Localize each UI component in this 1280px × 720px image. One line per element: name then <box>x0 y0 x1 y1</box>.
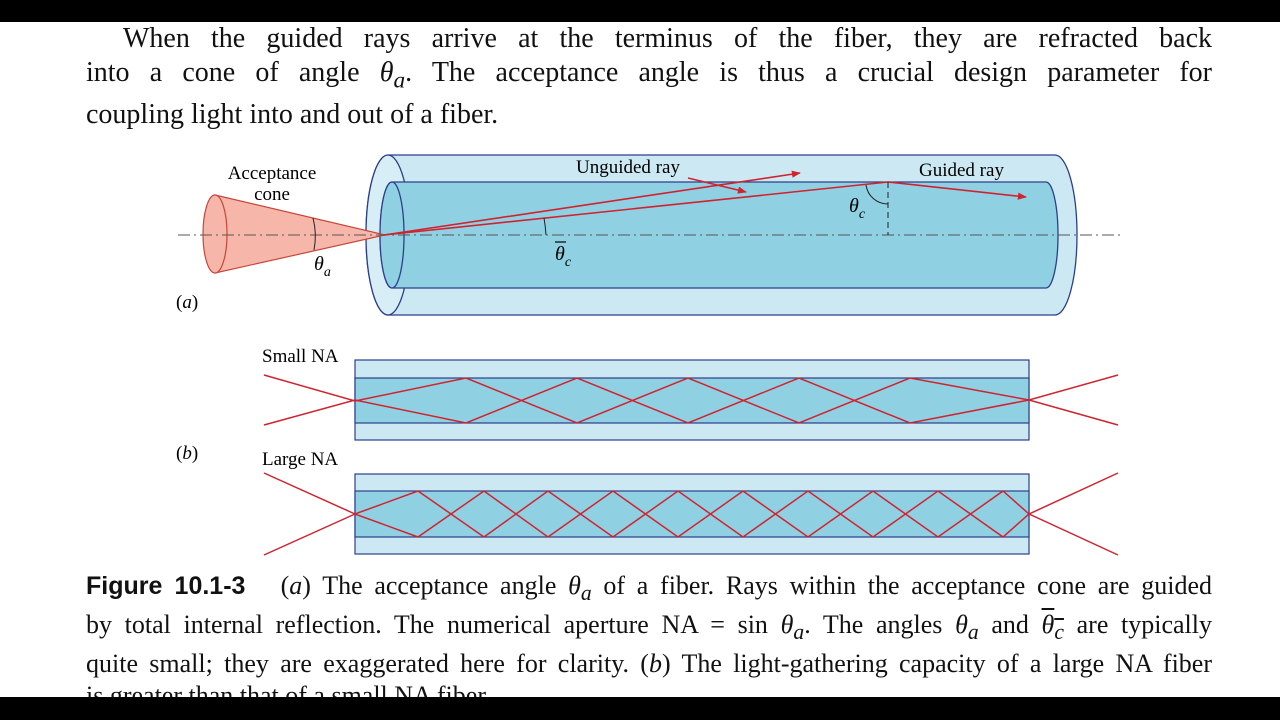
panel-a: Acceptance cone Unguided ray Guided ray … <box>176 154 1122 316</box>
acceptance-cone <box>214 194 386 274</box>
panel-b-label: (b) <box>176 443 198 464</box>
caption-line-4: is greater than that of a small NA fiber… <box>86 681 492 697</box>
paragraph-line-2: into a cone of angle θa. The acceptance … <box>86 57 1212 94</box>
theta-c-arc <box>865 184 889 205</box>
figure-number: Figure 10.1-3 <box>86 572 246 600</box>
small-na-ray-1 <box>263 374 1119 426</box>
figure-caption: Figure 10.1-3 (a) The acceptance angle θ… <box>86 570 1212 697</box>
caption-line-1: Figure 10.1-3 (a) The acceptance angle θ… <box>86 571 1213 606</box>
bottom-black-bar <box>0 697 1280 720</box>
guided-ray-reflected <box>887 181 1027 200</box>
paragraph-line-1: When the guided rays arrive at the termi… <box>123 23 1212 54</box>
small-na-core <box>354 377 1030 424</box>
guided-ray-label: Guided ray <box>919 160 1004 181</box>
theta-c-label: θc <box>849 195 866 222</box>
paragraph-line-3: coupling light into and out of a fiber. <box>86 98 499 130</box>
textbook-page: When the guided rays arrive at the termi… <box>0 22 1280 697</box>
fiber-figure: Acceptance cone Unguided ray Guided ray … <box>176 154 1122 556</box>
acceptance-cone-label-2: cone <box>254 184 290 205</box>
acceptance-cone-base <box>202 194 228 274</box>
caption-line-3: quite small; they are exaggerated here f… <box>86 649 1212 679</box>
large-na-label: Large NA <box>262 449 338 470</box>
small-na-label: Small NA <box>262 346 339 367</box>
unguided-ray-refracted <box>687 177 747 194</box>
small-na-ray-2 <box>263 374 1119 426</box>
theta-a-label: θa <box>314 253 331 280</box>
theta-bar-arc <box>543 217 547 236</box>
theta-bar-c-label: θc <box>555 243 572 270</box>
theta-a-arc <box>312 217 316 251</box>
body-paragraph: When the guided rays arrive at the termi… <box>86 22 1212 132</box>
panel-a-label: (a) <box>176 292 198 313</box>
large-na-core <box>354 490 1030 538</box>
panel-b: Small NA Large NA (b) <box>176 346 1119 556</box>
guided-ray-incident <box>383 181 889 236</box>
top-black-bar <box>0 0 1280 22</box>
theta-a-inline: θa <box>379 57 406 94</box>
acceptance-cone-label-1: Acceptance <box>228 163 317 184</box>
caption-line-2: by total internal reflection. The numeri… <box>86 610 1212 645</box>
large-na-ray-2 <box>263 472 1119 556</box>
unguided-ray-label: Unguided ray <box>576 157 680 178</box>
unguided-ray <box>383 170 801 236</box>
